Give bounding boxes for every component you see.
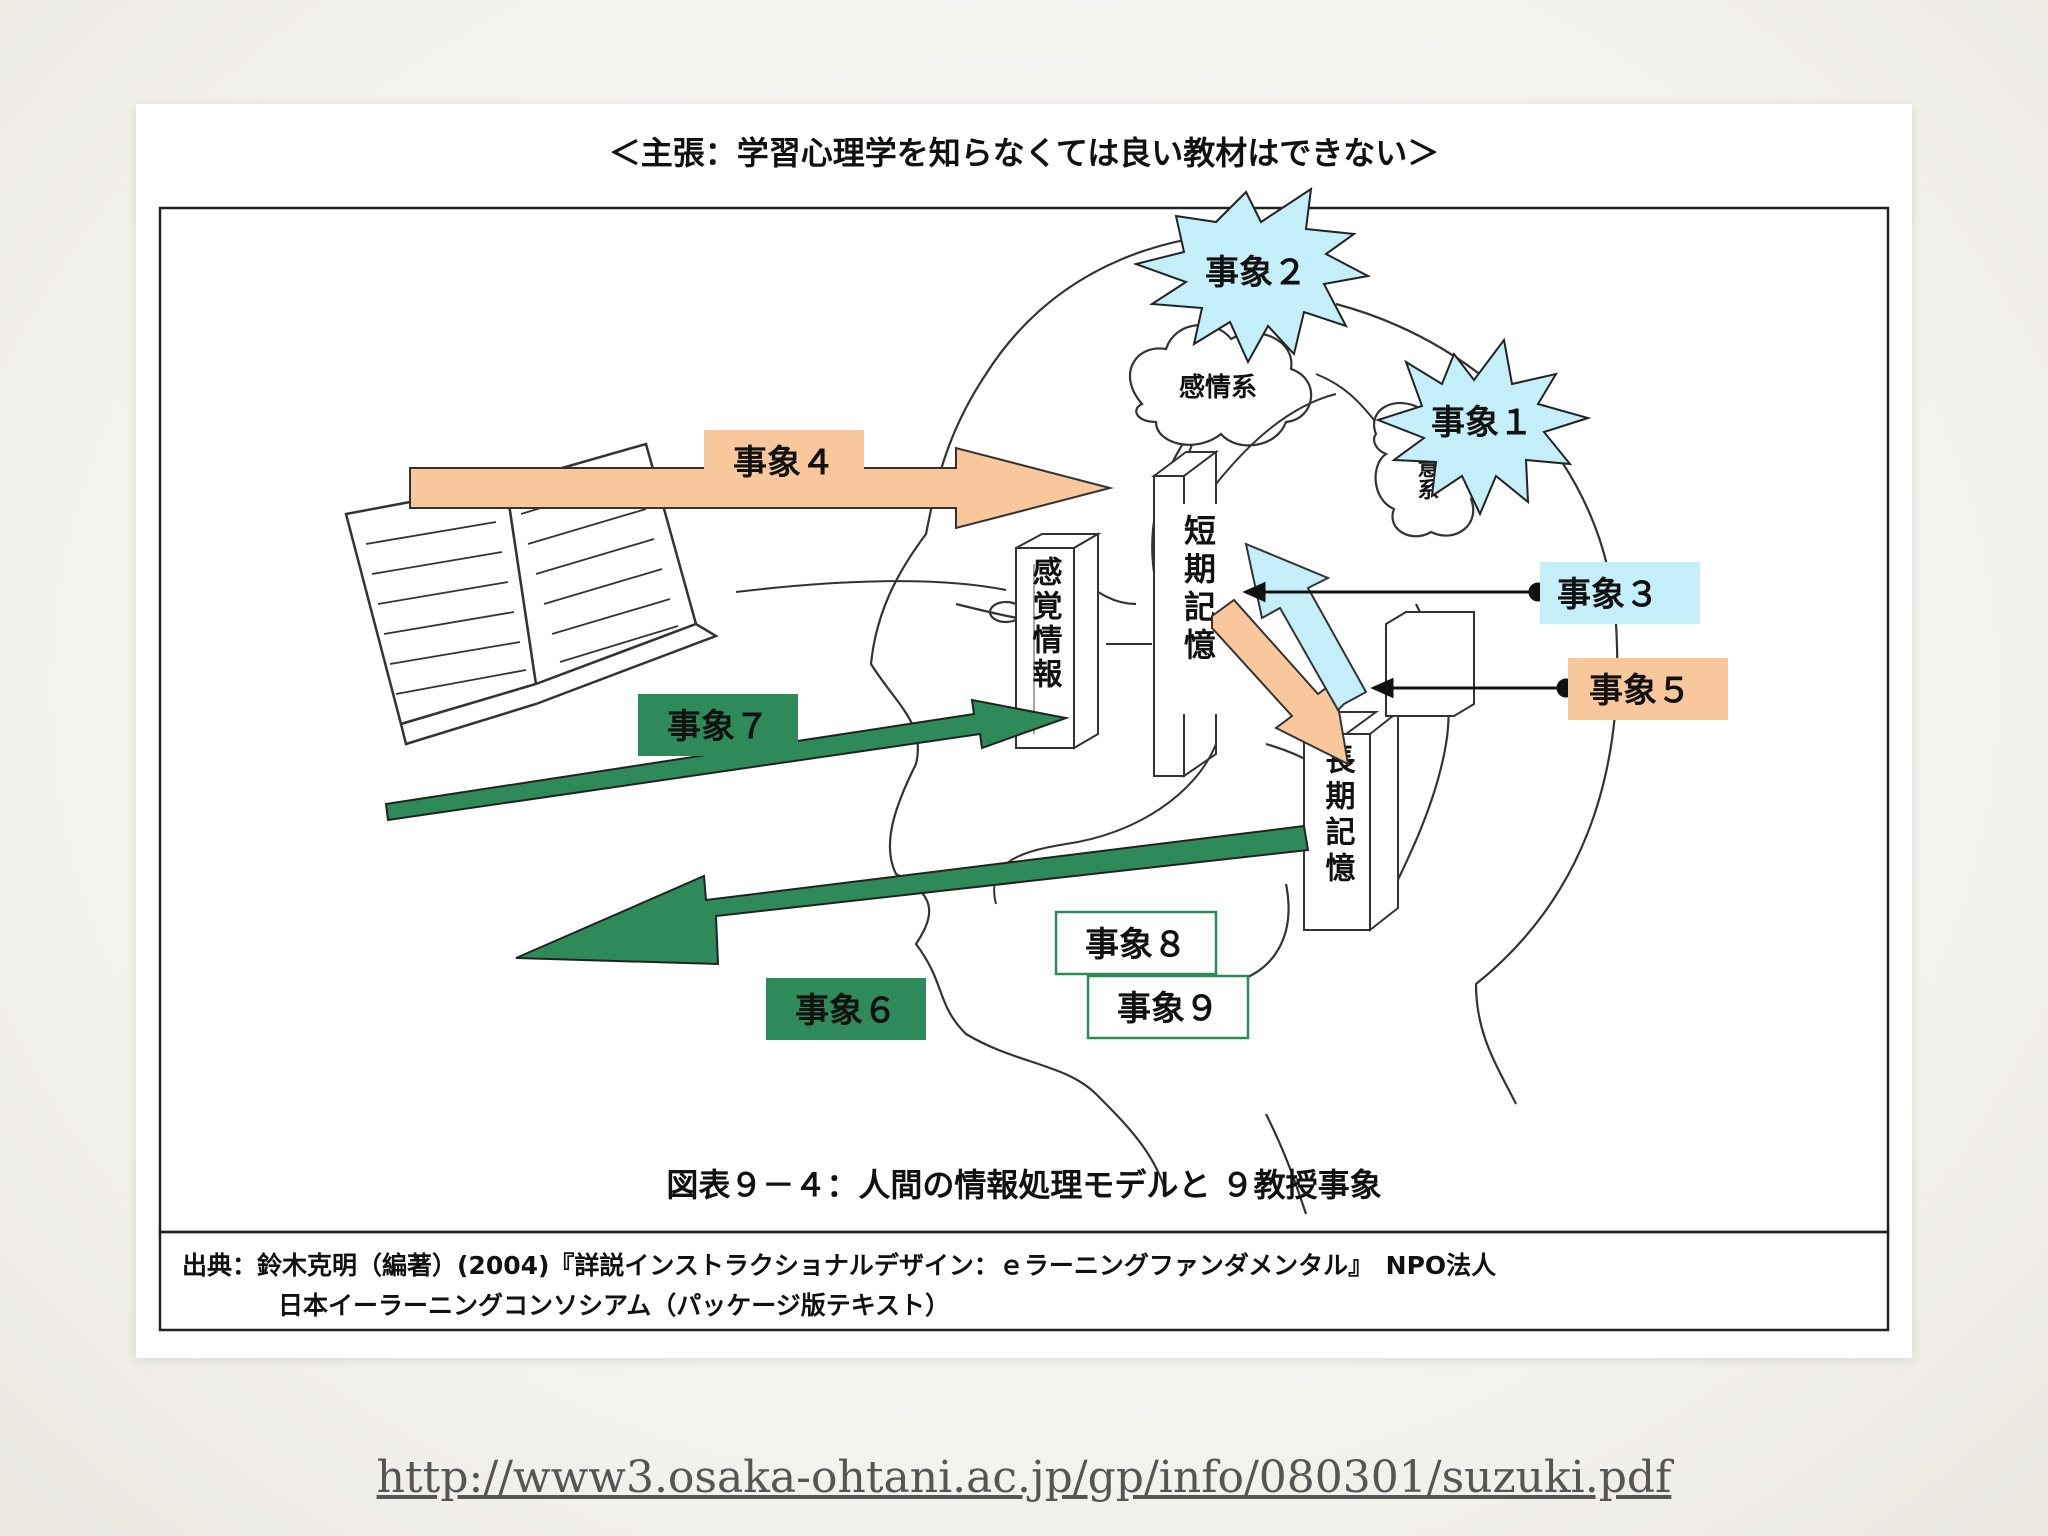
emotion-cloud: 感情系: [1129, 324, 1313, 447]
emotion-label: 感情系: [1179, 373, 1257, 403]
event-4-box: 事象４: [704, 430, 864, 492]
long-term-memory-label: 長期記憶: [1320, 744, 1356, 888]
citation-line-2: 日本イーラーニングコンソシアム（パッケージ版テキスト）: [278, 1291, 950, 1320]
event-2-starburst: 事象２: [1132, 186, 1372, 365]
event-1-label: 事象１: [1431, 403, 1533, 443]
event-8-label: 事象８: [1085, 925, 1187, 965]
connector-block: [1385, 611, 1475, 717]
long-term-memory-block: 長期記憶: [1300, 709, 1399, 933]
sensory-information-label: 感覚情報: [1027, 556, 1063, 692]
slide-title: ＜主張：学習心理学を知らなくては良い教材はできない＞: [609, 134, 1439, 172]
event-4-label: 事象４: [733, 443, 835, 483]
event-pointer-lines: [1242, 581, 1576, 699]
short-term-memory-block: 短期記憶: [1151, 450, 1228, 778]
event-8-box: 事象８: [1054, 910, 1218, 976]
event-1-starburst: 事象１: [1375, 337, 1592, 517]
short-term-memory-label: 短期記憶: [1179, 514, 1217, 666]
event-7-arrow: [384, 698, 1070, 822]
event-6-arrow: [515, 824, 1310, 966]
event-9-box: 事象９: [1086, 974, 1250, 1040]
event-5-label: 事象５: [1589, 671, 1691, 711]
event-2-label: 事象２: [1205, 253, 1307, 293]
event-6-label: 事象６: [795, 991, 897, 1031]
event-9-label: 事象９: [1117, 989, 1219, 1029]
event-6-box: 事象６: [766, 978, 926, 1040]
citation-frame: [158, 1230, 1890, 1332]
event-3-box: 事象３: [1540, 562, 1700, 624]
slide-panel: ＜主張：学習心理学を知らなくては良い教材はできない＞ 感情系: [136, 104, 1912, 1358]
event-7-box: 事象７: [638, 694, 798, 756]
event-7-label: 事象７: [667, 707, 769, 747]
event-3-arrow: [1244, 542, 1368, 712]
event-5-arrow: [1211, 598, 1350, 766]
citation-line-1: 出典：鈴木克明（編著）(2004)『詳説インストラクショナルデザイン：ｅラーニン…: [182, 1251, 1496, 1280]
source-url-link[interactable]: http://www3.osaka-ohtani.ac.jp/gp/info/0…: [376, 1452, 1672, 1503]
figure-caption: 図表９－４：人間の情報処理モデルと ９教授事象: [666, 1166, 1381, 1204]
event-3-label: 事象３: [1557, 575, 1659, 615]
information-processing-diagram: ＜主張：学習心理学を知らなくては良い教材はできない＞ 感情系: [158, 134, 1890, 1332]
event-5-box: 事象５: [1568, 658, 1728, 720]
